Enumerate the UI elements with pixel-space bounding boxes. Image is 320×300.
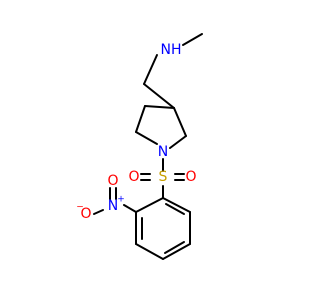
bond-benzene-6 bbox=[162, 197, 191, 213]
amine-nitrogen-label: NH bbox=[160, 42, 181, 58]
bond-methyl-nh bbox=[182, 33, 203, 46]
molecule-canvas: NH N S O O N + O O − bbox=[76, 33, 203, 260]
bond-benzene-1 bbox=[135, 197, 164, 213]
sulfonyl-oxygen-right-label: O bbox=[185, 169, 196, 185]
bond-nh-methylene bbox=[143, 54, 158, 85]
bond-benzene-3 bbox=[135, 243, 164, 260]
nitro-nitrogen-label: N bbox=[108, 198, 118, 214]
sulfonyl-oxygen-left-label: O bbox=[128, 169, 139, 185]
bond-ring-n-c5 bbox=[135, 131, 158, 145]
sulfur-label: S bbox=[159, 169, 168, 185]
ring-nitrogen-label: N bbox=[158, 144, 168, 160]
nitro-oxygen-left-label: O bbox=[80, 206, 91, 222]
bond-ring-c3-c4 bbox=[173, 107, 187, 137]
bond-nitro-oxygen-left bbox=[93, 209, 104, 215]
bond-ring-c4-n bbox=[169, 135, 187, 149]
molecule-structure-diagram: NH N S O O N + O O − bbox=[76, 33, 203, 260]
bond-methylene-ring bbox=[143, 83, 175, 109]
bond-benzene-4 bbox=[162, 243, 191, 260]
bond-ring-c2-c3 bbox=[144, 105, 175, 109]
bond-ring-c5-c2 bbox=[135, 105, 146, 133]
atom-label-layer: NH N S O O N + O O − bbox=[76, 42, 196, 222]
bond-benzene-inner-2 bbox=[164, 241, 185, 254]
nitro-oxygen-charge: − bbox=[76, 203, 84, 213]
nitro-oxygen-top-label: O bbox=[107, 173, 118, 189]
nitro-nitrogen-charge: + bbox=[117, 195, 125, 205]
bond-layer bbox=[93, 33, 203, 260]
bond-benzene-inner-3 bbox=[165, 203, 185, 215]
bond-benzene-nitro bbox=[123, 204, 137, 213]
